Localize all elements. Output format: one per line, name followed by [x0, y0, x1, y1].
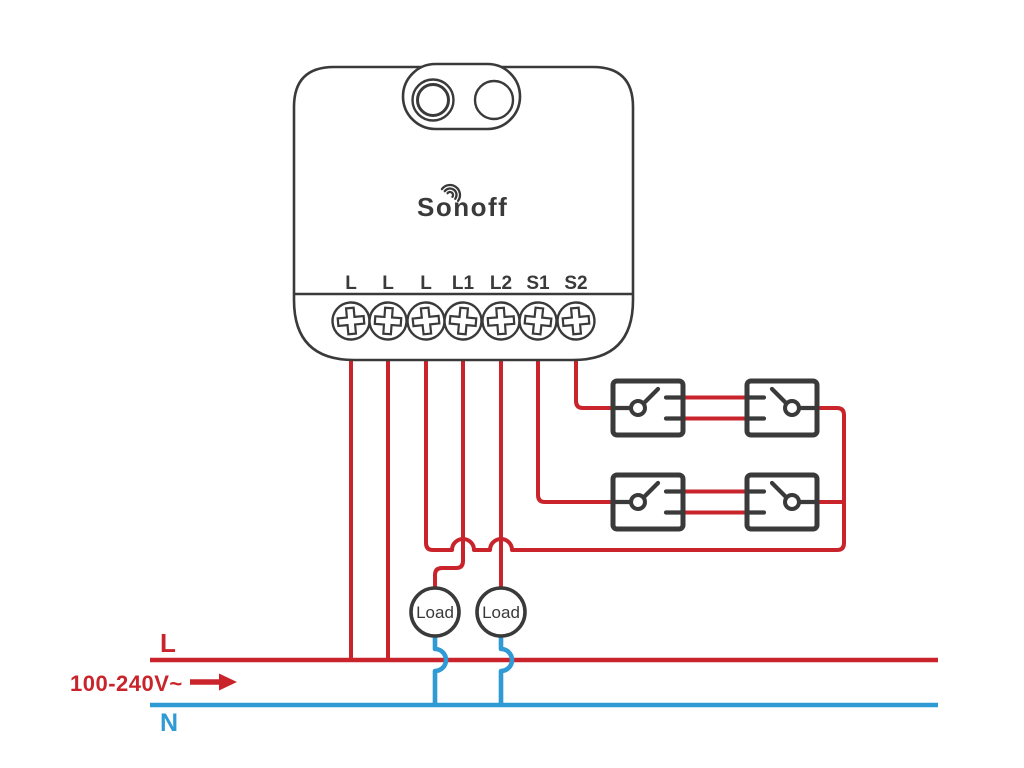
live-wiring — [150, 360, 938, 663]
switch-contact-stubs — [744, 489, 767, 515]
wire-switch-feed — [424, 360, 846, 552]
brand-text: Sonoff — [417, 192, 508, 222]
switch-contact-stubs — [663, 489, 686, 515]
terminal-label: S1 — [526, 273, 550, 294]
neutral-load1 — [432, 636, 449, 705]
terminal-label: L — [382, 273, 394, 294]
live-label: L — [160, 628, 176, 658]
terminal-screws — [331, 301, 596, 341]
device-button — [411, 78, 455, 122]
wall-switch-2 — [744, 378, 820, 438]
terminal-screw-icon — [556, 301, 596, 341]
wall-switch-4 — [744, 472, 820, 532]
wall-switch-3 — [610, 472, 686, 532]
load-label: Load — [416, 603, 454, 622]
terminal-label: L1 — [452, 273, 475, 294]
switch-pivot — [629, 493, 647, 511]
wire-s1 — [536, 360, 613, 504]
switch-pivot — [629, 399, 647, 417]
wall-switch-1 — [610, 378, 686, 438]
device-outline — [292, 65, 635, 362]
sonoff-device: Sonoff L L L L1 L2 S1 S2 — [292, 62, 635, 362]
switch-lever — [769, 480, 789, 500]
arrow-right-icon — [190, 673, 237, 691]
load-2: Load — [475, 586, 527, 638]
wire-s2 — [574, 360, 613, 410]
wire-l1-to-load1 — [433, 360, 465, 589]
arrow-head — [219, 673, 237, 691]
voltage-label: 100-240V~ — [70, 671, 183, 696]
device-led-window — [473, 79, 515, 121]
sonoff-logo: Sonoff — [417, 183, 508, 222]
switch-pivot — [783, 493, 801, 511]
switch-contact-stubs — [744, 395, 767, 421]
switch-lever — [769, 386, 789, 406]
neutral-load2 — [498, 636, 515, 705]
switch-lever — [641, 480, 661, 500]
button-recess — [401, 62, 522, 131]
load-circle — [475, 586, 527, 638]
terminal-screw-icon — [368, 301, 408, 341]
terminal-label: L — [420, 273, 432, 294]
terminal-label: L — [345, 273, 357, 294]
neutral-wiring — [150, 636, 938, 708]
terminal-label: S2 — [564, 273, 587, 294]
terminal-screw-icon — [443, 301, 483, 341]
load-circle — [409, 586, 461, 638]
switch-pivot — [783, 399, 801, 417]
mains-labels: L N 100-240V~ — [70, 628, 237, 737]
wifi-icon — [440, 183, 462, 203]
load-label: Load — [482, 603, 520, 622]
switch-contact-stubs — [663, 395, 686, 421]
terminal-screw-icon — [481, 301, 521, 341]
neutral-label: N — [160, 709, 178, 737]
terminal-label: L2 — [490, 273, 512, 294]
switch-lever — [641, 386, 661, 406]
load-1: Load — [409, 586, 461, 638]
device-button-inner — [416, 83, 450, 117]
terminal-labels: L L L L1 L2 S1 S2 — [345, 273, 587, 294]
